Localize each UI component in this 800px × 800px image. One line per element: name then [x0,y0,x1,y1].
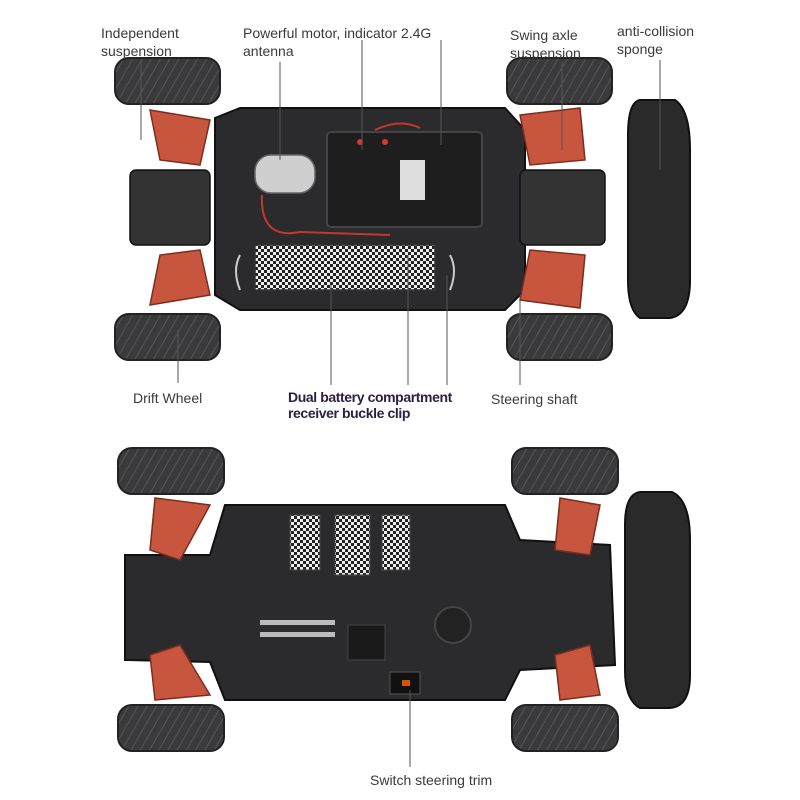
label-drift-wheel: Drift Wheel [133,390,203,406]
bumper-sponge [627,99,691,319]
top-view-car [114,57,691,361]
front-suspension-left [129,109,211,306]
battery-compartment [254,244,436,291]
wheel [511,704,619,752]
wheel [506,57,613,105]
motor [254,154,316,194]
label-anti-collision: anti-collision sponge [617,23,695,57]
label-swing-axle: Swing axle suspension [510,27,581,61]
rear-suspension-right [519,107,606,309]
label-dual-battery: Dual battery compartment [288,389,452,405]
bottom-view-car [117,447,691,752]
label-receiver-clip: receiver buckle clip [288,405,410,421]
wheel [117,704,225,752]
wheel [114,57,221,105]
wheel [114,313,221,361]
trim-knob [434,606,472,644]
label-independent-suspension: Independent suspension [101,25,179,59]
wheel [506,313,613,361]
chassis-plate-underside [124,504,617,701]
label-powerful-motor: Powerful motor, indicator 2.4G antenna [243,25,432,59]
wheel [511,447,619,495]
label-steering-shaft: Steering shaft [491,391,578,407]
leader-lines [140,40,661,767]
bumper-sponge-underside [624,491,691,709]
label-switch-trim: Switch steering trim [370,772,493,788]
wheel [117,447,225,495]
